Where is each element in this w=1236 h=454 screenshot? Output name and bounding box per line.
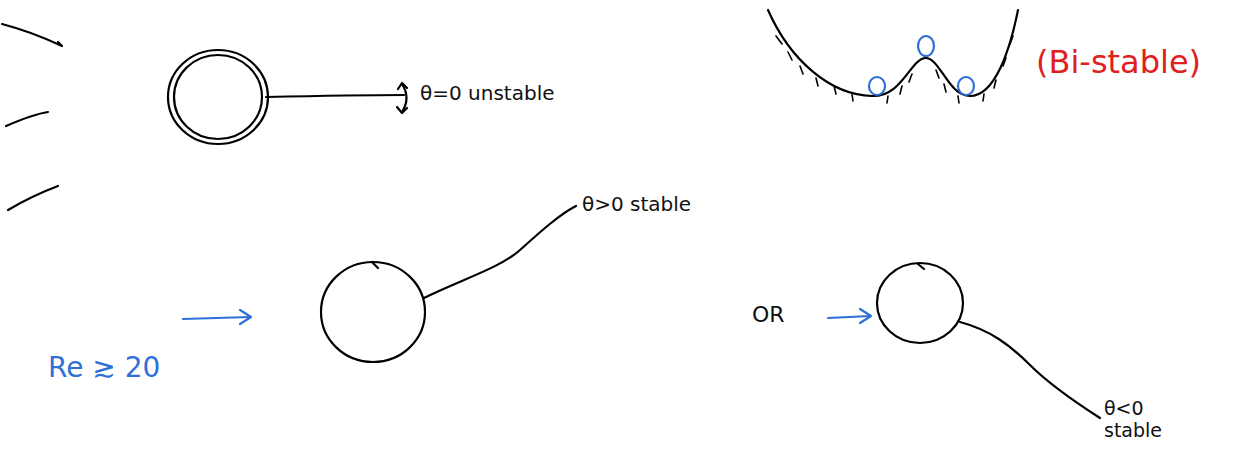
stable-ball: [869, 77, 885, 95]
unstable-ball: [918, 36, 934, 56]
flow-arrow: [828, 316, 870, 318]
cylinder: [321, 262, 425, 362]
cylinder-mark: [372, 262, 378, 268]
sketch-ink: [321, 206, 1100, 418]
cylinder-mark: [918, 264, 924, 269]
cylinder-inner: [174, 55, 262, 139]
state-label: θ<0 stable: [1104, 398, 1188, 442]
potential-hatching: [776, 36, 1013, 103]
filament: [266, 95, 404, 97]
arrow-head: [398, 83, 407, 89]
stable-ball: [958, 77, 974, 95]
filament: [960, 322, 1100, 418]
flow-arrow: [183, 317, 250, 319]
flow-streak: [2, 24, 62, 46]
flow-streak: [8, 186, 58, 210]
flow-streak: [6, 112, 48, 126]
cylinder: [877, 263, 963, 343]
cylinder-outer: [168, 50, 268, 144]
arrow-head: [397, 107, 407, 113]
sketch-ink: [2, 10, 1018, 210]
state-label: θ>0 stable: [582, 193, 691, 216]
annotation: (Bi-stable): [1036, 44, 1201, 81]
connector-word: OR: [752, 302, 785, 327]
filament: [424, 206, 576, 298]
potential-curve: [768, 10, 1018, 96]
arrow-head: [860, 309, 871, 323]
arrow-head: [240, 310, 251, 324]
state-label: θ=0 unstable: [420, 82, 555, 105]
reynolds-label: Re ≳ 20: [48, 352, 160, 384]
state-balls: [869, 36, 974, 95]
